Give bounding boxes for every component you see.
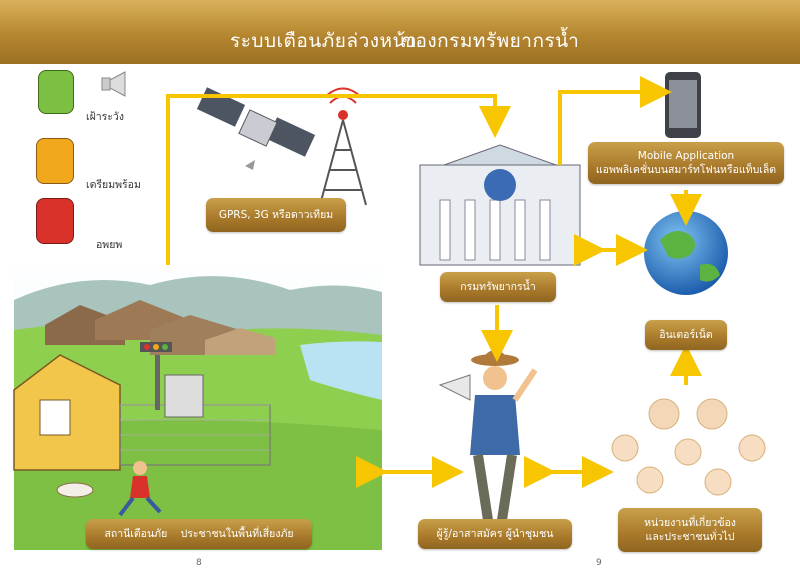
smartphone-icon [665, 72, 701, 138]
village-scene [13, 255, 382, 550]
flow-arrows [166, 76, 702, 488]
agency-label: หน่วยงานที่เกี่ยวข้อง และประชาชนทั่วไป [618, 508, 762, 552]
volunteer-figure [438, 350, 538, 521]
legend-evacuate-label: อพยพ [96, 239, 123, 251]
legend-watch-label: เฝ้าระวัง [86, 111, 124, 123]
agency-label-line2: และประชาชนทั่วไป [645, 531, 735, 543]
page-number-left: 8 [196, 558, 202, 568]
mobile-app-label-line1: Mobile Application [637, 149, 735, 162]
department-label: กรมทรัพยากรน้ำ [440, 272, 556, 302]
radio-tower-icon [319, 87, 367, 206]
legend-watch-figure [38, 70, 74, 114]
agency-label-line1: หน่วยงานที่เกี่ยวข้อง [644, 516, 736, 529]
department-building-icon [419, 144, 581, 266]
loudspeaker-icon [101, 71, 126, 97]
agency-people-group [611, 398, 766, 496]
legend-prepare-label: เตรียมพร้อม [86, 179, 141, 191]
globe-icon [644, 211, 728, 295]
internet-label: อินเตอร์เน็ต [645, 320, 727, 350]
header-title-part2: ของกรมทรัพยากรน้ำ [402, 30, 580, 52]
mobile-app-label: Mobile Application แอพพลิเคชั่นบนสมาร์ทโ… [588, 142, 784, 184]
legend-evacuate-figure [36, 198, 74, 244]
legend-prepare-figure [36, 138, 74, 184]
satellite-label: GPRS, 3G หรือดาวเทียม [206, 198, 346, 232]
station-label: สถานีเตือนภัย ประชาชนในพื้นที่เสี่ยงภัย [86, 519, 312, 549]
mobile-app-label-line2: แอพพลิเคชั่นบนสมาร์ทโฟนหรือแท็บเล็ต [595, 164, 777, 176]
header-title-part1: ระบบเตือนภัยล่วงหน้า [230, 30, 418, 52]
page-number-right: 9 [596, 558, 602, 568]
satellite-icon [196, 87, 316, 170]
header-banner [0, 0, 800, 64]
volunteer-label: ผู้รู้/อาสาสมัคร ผู้นำชุมชน [418, 519, 572, 549]
